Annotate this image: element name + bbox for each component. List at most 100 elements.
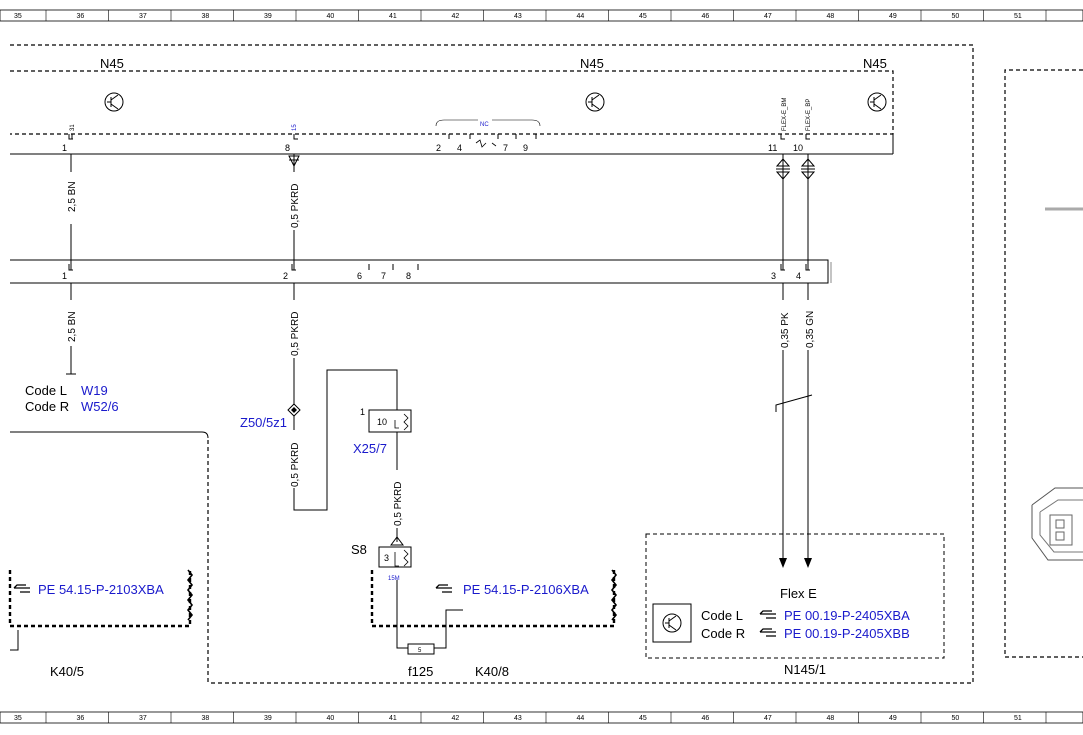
ref-link-k40-8[interactable]: PE 54.15-P-2106XBA bbox=[463, 582, 589, 597]
pin-number: 2 bbox=[283, 271, 288, 281]
module-k40-8: PE 54.15-P-2106XBA 5 f125 K40/8 bbox=[370, 569, 618, 679]
ruler-number: 44 bbox=[577, 13, 585, 20]
switch-label-s8: S8 bbox=[351, 542, 367, 557]
ruler-number: 45 bbox=[639, 715, 647, 722]
pin-number: 1 bbox=[360, 407, 365, 417]
ruler-number: 47 bbox=[764, 13, 772, 20]
wire-label: 0,5 PKRD bbox=[290, 312, 301, 356]
pin-number: 4 bbox=[796, 271, 801, 281]
wire-label: 0,5 PKRD bbox=[393, 482, 404, 526]
module-label-k40-5: K40/5 bbox=[50, 664, 84, 679]
transistor-icon bbox=[585, 92, 605, 112]
pin-number: 10 bbox=[377, 417, 387, 427]
pin-label-flex-bp: FLEX-E_BP bbox=[806, 99, 812, 131]
pin-number: 1 bbox=[62, 271, 67, 281]
ref-link-k40-5[interactable]: PE 54.15-P-2103XBA bbox=[38, 582, 164, 597]
pin-number: 11 bbox=[768, 143, 777, 153]
terminal-label: 15M bbox=[388, 576, 400, 582]
ruler-number: 39 bbox=[264, 13, 272, 20]
code-l-label: Code L bbox=[701, 608, 743, 623]
ref-link-flex-e-code-r[interactable]: PE 00.19-P-2405XBB bbox=[784, 626, 910, 641]
module-name-n45-right: N45 bbox=[863, 56, 887, 71]
ruler-number: 51 bbox=[1014, 13, 1022, 20]
ruler-number: 50 bbox=[952, 715, 960, 722]
module-n45: N45 N45 N45 31 15 NC FLEX-E_BM FLEX-E_BP… bbox=[10, 56, 894, 155]
pin-number: 10 bbox=[793, 143, 803, 153]
ruler-number: 46 bbox=[702, 715, 710, 722]
ruler-number: 50 bbox=[952, 13, 960, 20]
pin-number: 7 bbox=[381, 271, 386, 281]
ground-ref-link-w52-6[interactable]: W52/6 bbox=[81, 399, 119, 414]
ruler-number: 36 bbox=[77, 13, 85, 20]
connector-plug-icon bbox=[1031, 487, 1083, 561]
ruler-number: 42 bbox=[452, 13, 460, 20]
pin-label-31: 31 bbox=[70, 124, 76, 131]
wire-label: 2,5 BN bbox=[67, 181, 78, 212]
ruler-number: 41 bbox=[389, 715, 397, 722]
ruler-number: 40 bbox=[327, 13, 335, 20]
grid-ruler-bottom: 35 36 37 38 39 40 41 42 43 44 45 46 47 48 49 50 51 bbox=[0, 711, 1083, 724]
pin-number: 7 bbox=[503, 143, 508, 153]
adjacent-frame bbox=[1004, 69, 1083, 658]
ruler-number: 40 bbox=[327, 715, 335, 722]
ruler-number: 46 bbox=[702, 13, 710, 20]
wire-label: 0,35 PK bbox=[780, 312, 791, 348]
ruler-number: 51 bbox=[1014, 715, 1022, 722]
pin-number: 1 bbox=[62, 143, 67, 153]
pin-number: 2 bbox=[436, 143, 441, 153]
ruler-number: 43 bbox=[514, 13, 522, 20]
connector-link-x25-7[interactable]: X25/7 bbox=[353, 441, 387, 456]
fuse-label-f125: f125 bbox=[408, 664, 433, 679]
transistor-icon bbox=[662, 613, 682, 633]
module-label-k40-8: K40/8 bbox=[475, 664, 509, 679]
ruler-number: 35 bbox=[14, 13, 22, 20]
wire-label: 0,5 PKRD bbox=[290, 184, 301, 228]
fuse-value: 5 bbox=[418, 648, 422, 654]
ruler-number: 35 bbox=[14, 715, 22, 722]
ruler-number: 37 bbox=[139, 715, 147, 722]
module-name-n45-mid: N45 bbox=[580, 56, 604, 71]
ground-ref-link-w19[interactable]: W19 bbox=[81, 383, 108, 398]
splice-link-z50[interactable]: Z50/5z1 bbox=[240, 415, 287, 430]
splice-icon bbox=[287, 403, 301, 417]
wire-label: 0,35 GN bbox=[805, 311, 816, 348]
transistor-icon bbox=[104, 92, 124, 112]
connector-strip: 1 2 6 7 8 3 4 bbox=[10, 259, 832, 284]
module-name-n45-left: N45 bbox=[100, 56, 124, 71]
module-k40-5: PE 54.15-P-2103XBA K40/5 bbox=[8, 431, 209, 683]
pin-number: 3 bbox=[771, 271, 776, 281]
frame-border bbox=[10, 44, 974, 684]
switch-s8: 3 15M bbox=[378, 536, 412, 582]
code-r-label: Code R bbox=[25, 399, 69, 414]
pin-number: 4 bbox=[457, 143, 462, 153]
ruler-number: 48 bbox=[827, 13, 835, 20]
connector-x25-7: 1 10 bbox=[360, 407, 412, 433]
ruler-number: 37 bbox=[139, 13, 147, 20]
ruler-number: 38 bbox=[202, 715, 210, 722]
pin-number: 9 bbox=[523, 143, 528, 153]
pin-label-flex-bm: FLEX-E_BM bbox=[782, 98, 788, 131]
pin-label-15: 15 bbox=[292, 124, 298, 131]
module-label-n145-1: N145/1 bbox=[784, 662, 826, 677]
pin-number: 3 bbox=[384, 553, 389, 563]
ruler-number: 49 bbox=[889, 13, 897, 20]
ruler-number: 43 bbox=[514, 715, 522, 722]
ruler-number: 49 bbox=[889, 715, 897, 722]
wire-label: 2,5 BN bbox=[67, 311, 78, 342]
ruler-number: 47 bbox=[764, 715, 772, 722]
ruler-number: 42 bbox=[452, 715, 460, 722]
pin-number: 8 bbox=[285, 143, 290, 153]
pin-number: 6 bbox=[357, 271, 362, 281]
ruler-number: 36 bbox=[77, 715, 85, 722]
ref-link-flex-e-code-l[interactable]: PE 00.19-P-2405XBA bbox=[784, 608, 910, 623]
module-title-flex-e: Flex E bbox=[780, 586, 817, 601]
code-l-label: Code L bbox=[25, 383, 67, 398]
wire-label: 0,5 PKRD bbox=[290, 443, 301, 487]
ruler-number: 44 bbox=[577, 715, 585, 722]
ruler-number: 39 bbox=[264, 715, 272, 722]
module-n145-1: Flex E Code L PE 00.19-P-2405XBA Code R … bbox=[645, 533, 945, 677]
pin-number: 8 bbox=[406, 271, 411, 281]
ruler-number: 48 bbox=[827, 715, 835, 722]
pin-label-nc: NC bbox=[480, 122, 489, 128]
